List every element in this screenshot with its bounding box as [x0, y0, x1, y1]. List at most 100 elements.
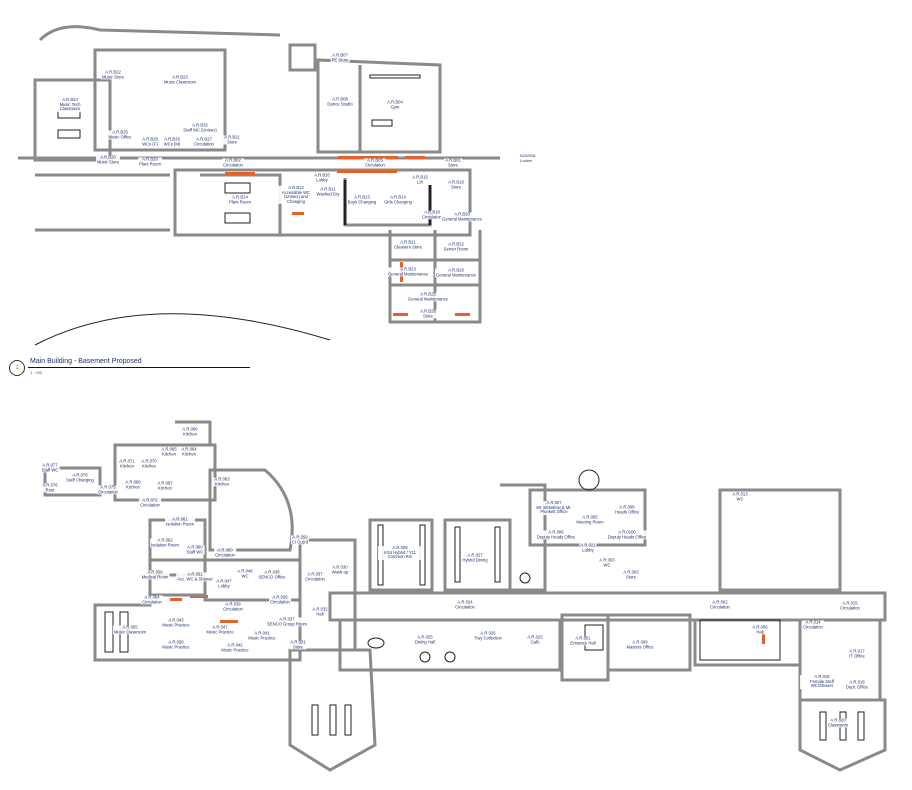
room-code: A.R.060 [187, 544, 203, 550]
room-name: Hall [756, 629, 764, 634]
room-name: Lobby [582, 547, 594, 552]
room-code: A.R.B04 [387, 99, 403, 105]
room-code: A.R.0100 [618, 529, 636, 535]
room-code: A.R.B15 [412, 174, 428, 180]
room-code: A.R.006 [752, 624, 768, 630]
room-code: A.R.001 [575, 635, 591, 641]
room-code: A.R.B26 [142, 136, 158, 142]
room-code: A.R.029 [392, 545, 408, 551]
room-code: A.R.B24 [232, 194, 248, 200]
room-code: A.R.021 [580, 542, 596, 548]
room-name: Music Store [101, 74, 125, 79]
room-code: A.R.023 [527, 634, 543, 640]
room-code: A.R.015 [842, 600, 858, 606]
room-name: Circulation [140, 502, 160, 507]
room-name: IT Office [849, 653, 865, 658]
room-name: Music Classroom [113, 629, 147, 634]
room-name: Store [292, 644, 304, 649]
room-name: Female Staff WC/Shower [810, 678, 834, 689]
room-name: Music Practice [162, 622, 190, 627]
room-code: A.R.B22 [105, 69, 121, 75]
room-name: Store [625, 574, 637, 579]
room-name: Café [530, 639, 540, 644]
room-name: Hall [316, 611, 324, 616]
room-code: A.R.067 [157, 480, 173, 486]
room-name: Circulation [803, 624, 823, 629]
room-code: A.R.071 [119, 458, 135, 464]
room-code: A.R.B01 [445, 157, 461, 163]
room-code: A.R.042 [227, 642, 243, 648]
room-name: Classroom [827, 722, 849, 727]
room-code: A.R.B12 [288, 184, 304, 190]
room-code: A.R.B11 [320, 186, 336, 192]
room-code: A.R.055 [122, 624, 138, 630]
room-code: A.R.037 [279, 616, 295, 622]
room-code: A.R.060 [217, 547, 233, 553]
room-name: Heads Office [614, 509, 640, 514]
view-scale: 1 : 200 [30, 370, 43, 375]
room-name: Circulation [455, 604, 475, 609]
room-name: WC [736, 496, 744, 501]
room-name: Store [450, 184, 462, 189]
room-name: Staff WC [186, 549, 204, 554]
room-name: Deputy Heads Office [607, 534, 647, 539]
room-name: Isolation Room [151, 542, 179, 547]
room-name: General Maintenance [407, 296, 449, 301]
room-name: Lobby [218, 583, 230, 588]
room-name: Store [226, 139, 238, 144]
locker-note-code: N15/00A [520, 153, 536, 158]
room-code: A.R.B14 [390, 194, 406, 200]
room-code: A.R.030 [332, 564, 348, 570]
room-code: A.R.B24 [62, 97, 78, 103]
room-name: Tray Collection [474, 635, 502, 640]
room-name: Circulation [215, 552, 235, 557]
room-name: Music Office [108, 134, 132, 139]
room-code: A.R.041 [254, 630, 270, 636]
room-code: A.R.B22 [448, 241, 464, 247]
room-code: A.R.B27 [196, 136, 212, 142]
room-name: Music Practice [206, 629, 234, 634]
room-code: A.R.B18 [424, 209, 440, 215]
room-code: A.R.B07 [332, 52, 348, 58]
room-code: A.R.043 [168, 617, 184, 623]
room-code: A.R.054 [144, 594, 160, 600]
locker-note-text: Locker [520, 158, 533, 163]
room-name: Circulation [142, 599, 162, 604]
room-code: A.R.048 [237, 568, 253, 574]
room-code: A.R.B20 [314, 172, 330, 178]
room-name: Plant Room [139, 161, 161, 166]
room-name: Kitchen [182, 451, 196, 456]
room-code: A.R.020 [830, 717, 846, 723]
